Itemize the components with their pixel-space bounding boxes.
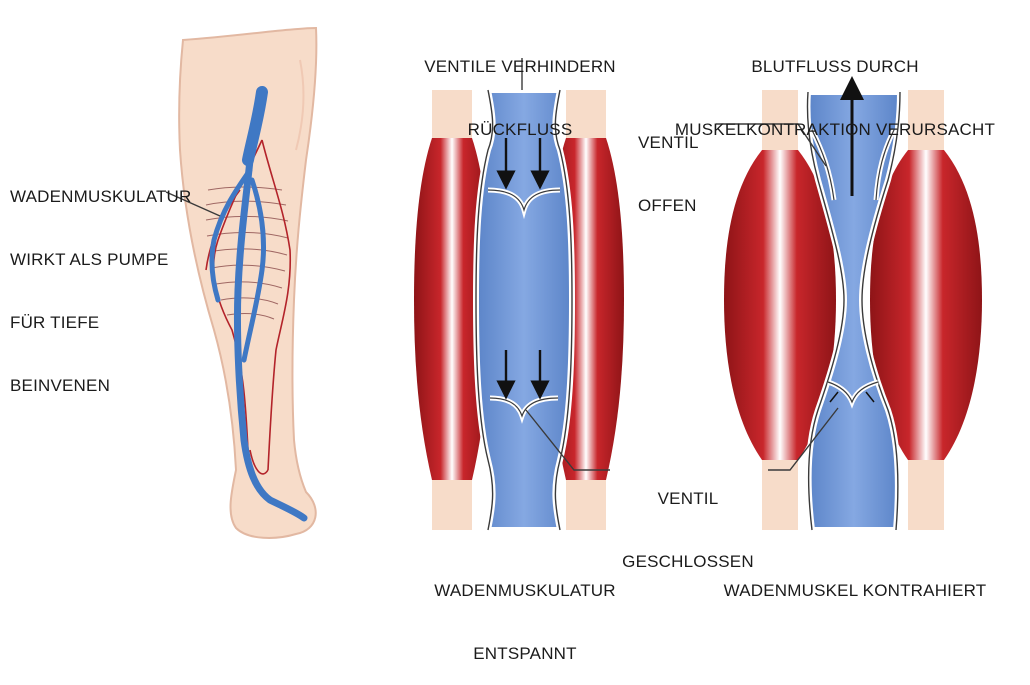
valve-closed-line-1: VENTIL	[598, 488, 778, 509]
valves-prevent-line-1: VENTILE VERHINDERN	[400, 56, 640, 77]
calf-pump-label: WADENMUSKULATUR WIRKT ALS PUMPE FÜR TIEF…	[10, 144, 192, 417]
valve-open-label: VENTIL OFFEN	[638, 90, 699, 237]
contracted-caption: WADENMUSKEL KONTRAHIERT	[690, 538, 1020, 622]
valves-prevent-line-2: RÜCKFLUSS	[400, 119, 640, 140]
venous-pump-diagram: WADENMUSKULATUR WIRKT ALS PUMPE FÜR TIEF…	[0, 0, 1030, 580]
calf-pump-line-4: BEINVENEN	[10, 375, 192, 396]
valve-open-line-1: VENTIL	[638, 132, 699, 153]
valve-open-line-2: OFFEN	[638, 195, 699, 216]
calf-pump-line-1: WADENMUSKULATUR	[10, 186, 192, 207]
valves-prevent-label: VENTILE VERHINDERN RÜCKFLUSS	[400, 14, 640, 161]
contracted-caption-line-1: WADENMUSKEL KONTRAHIERT	[690, 580, 1020, 601]
relaxed-caption-line-2: ENTSPANNT	[390, 643, 660, 664]
calf-pump-line-3: FÜR TIEFE	[10, 312, 192, 333]
calf-pump-line-2: WIRKT ALS PUMPE	[10, 249, 192, 270]
relaxed-caption-line-1: WADENMUSKULATUR	[390, 580, 660, 601]
blood-flow-line-1: BLUTFLUSS DURCH	[640, 56, 1030, 77]
leg-illustration	[179, 28, 316, 538]
relaxed-caption: WADENMUSKULATUR ENTSPANNT	[390, 538, 660, 685]
